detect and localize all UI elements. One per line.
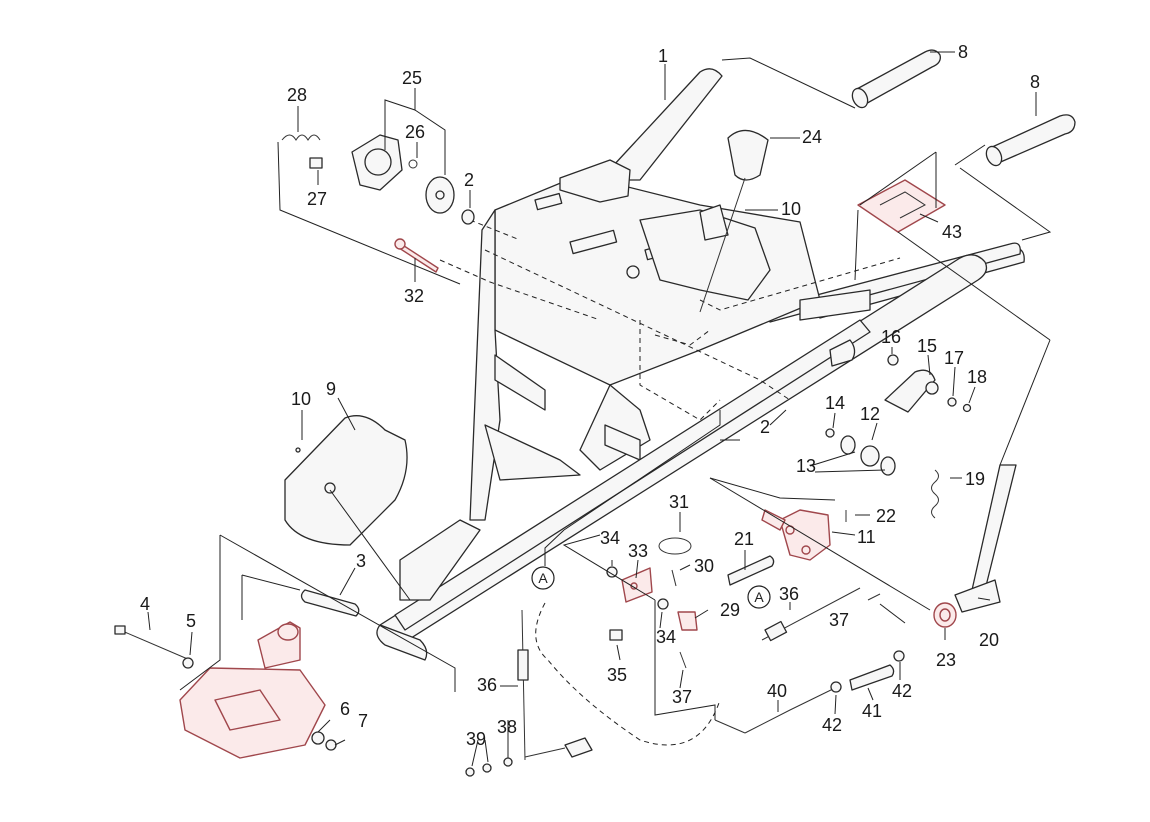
callout-2-mid: 2 [760, 417, 770, 437]
callout-12: 12 [860, 404, 880, 424]
callout-3: 3 [356, 551, 366, 571]
callout-6: 6 [340, 699, 350, 719]
callout-5: 5 [186, 611, 196, 631]
callout-34-bottom: 34 [656, 627, 676, 647]
grip-part-8-right [985, 114, 1076, 167]
washers-parts-12-13-14 [825, 428, 896, 476]
callout-33: 33 [628, 541, 648, 561]
callout-24: 24 [802, 127, 822, 147]
callout-13: 13 [796, 456, 816, 476]
spring-part-19 [931, 469, 939, 519]
cover-part-9 [284, 415, 408, 546]
plate-part-43 [857, 179, 946, 233]
callout-19: 19 [965, 469, 985, 489]
bushing-parts-16-17-18 [887, 354, 972, 413]
callout-37-bottom: 37 [672, 687, 692, 707]
foot-bracket-assembly [114, 621, 337, 759]
callout-labels: 1 8 8 24 10 43 28 25 26 2 27 32 10 9 16 … [140, 42, 1040, 749]
brake-plate-part-25 [351, 134, 475, 225]
callout-10-top: 10 [781, 199, 801, 219]
hidden-lines [439, 219, 901, 746]
cable-part-40 [714, 687, 836, 734]
callout-32: 32 [404, 286, 424, 306]
callout-30: 30 [694, 556, 714, 576]
callout-41: 41 [862, 701, 882, 721]
reference-marker-a-right: A [747, 585, 771, 609]
callout-14: 14 [825, 393, 845, 413]
callout-42-left: 42 [822, 715, 842, 735]
callout-22: 22 [876, 506, 896, 526]
lever-part-29 [677, 611, 698, 631]
spring-ring-part-31 [658, 537, 692, 555]
callout-8-right: 8 [1030, 72, 1040, 92]
callout-11: 11 [857, 527, 876, 547]
callout-35: 35 [607, 665, 627, 685]
callout-34-top: 34 [600, 528, 620, 548]
pin-part-21 [727, 555, 775, 586]
spring-part-23 [933, 602, 957, 628]
spring-parts-37 [679, 593, 881, 669]
svg-text:A: A [538, 570, 548, 586]
callout-8-left: 8 [958, 42, 968, 62]
callout-36-right: 36 [779, 584, 799, 604]
pivot-bracket-part-11 [761, 509, 831, 561]
callout-15: 15 [917, 336, 937, 356]
svg-text:A: A [754, 589, 764, 605]
pin-part-32 [394, 238, 439, 273]
callout-23: 23 [936, 650, 956, 670]
spring-part-30 [671, 569, 677, 587]
callout-37-right: 37 [829, 610, 849, 630]
callout-4: 4 [140, 594, 150, 614]
callout-2-top: 2 [464, 170, 474, 190]
spring-part-28 [281, 134, 321, 141]
callout-21: 21 [734, 529, 754, 549]
connector-parts-38-39 [465, 737, 593, 777]
callout-25: 25 [402, 68, 422, 88]
bolt-part-35 [609, 629, 623, 641]
callout-1: 1 [658, 46, 668, 66]
callout-29: 29 [720, 600, 740, 620]
callout-18: 18 [967, 367, 987, 387]
grip-part-8-left [851, 49, 941, 109]
callout-36-left: 36 [477, 675, 497, 695]
callout-9: 9 [326, 379, 336, 399]
shift-knob-part-24 [699, 129, 769, 313]
callout-28: 28 [287, 85, 307, 105]
callout-26: 26 [405, 122, 425, 142]
callout-42-right: 42 [892, 681, 912, 701]
callout-16: 16 [881, 327, 901, 347]
callout-7: 7 [358, 711, 368, 731]
callout-40: 40 [767, 681, 787, 701]
callout-31: 31 [669, 492, 689, 512]
callout-39: 39 [466, 729, 486, 749]
lever-part-15 [884, 369, 939, 413]
reference-marker-a-left: A [531, 566, 555, 590]
callout-20: 20 [979, 630, 999, 650]
link-part-41 [849, 664, 895, 691]
callout-17: 17 [944, 348, 964, 368]
leader-lines [147, 51, 1052, 767]
bushing-parts-34 [606, 566, 669, 610]
nuts-parts-42 [830, 650, 905, 693]
callout-10-left: 10 [291, 389, 311, 409]
callout-27: 27 [307, 189, 327, 209]
bolt-part-27 [309, 157, 323, 169]
shaft-part-3 [300, 589, 360, 617]
callout-38: 38 [497, 717, 517, 737]
cable-part-36 [517, 587, 861, 761]
callout-43: 43 [942, 222, 962, 242]
shift-rod-part-20 [954, 464, 1017, 613]
